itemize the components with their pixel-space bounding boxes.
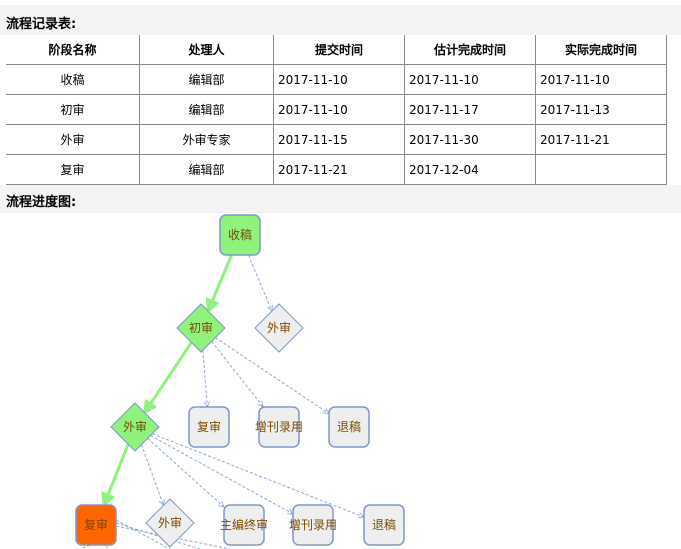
flow-edge-n_waishen-to-n_tuigao_b (152, 433, 364, 517)
cell-estimated-time: 2017-11-17 (404, 94, 536, 125)
cell-estimated-time: 2017-11-10 (404, 64, 536, 95)
cell-handler: 编辑部 (139, 154, 274, 185)
stage-box-shape (188, 406, 230, 448)
decision-diamond-shape (110, 402, 160, 452)
cell-actual-time (535, 154, 667, 185)
flow-node-label: 增刊录用 (289, 518, 337, 532)
table-row: 复审 编辑部 2017-11-21 2017-12-04 (6, 154, 667, 185)
flow-node-label: 外审 (158, 515, 182, 530)
decision-diamond-shape (145, 498, 195, 548)
cell-stage: 外审 (6, 124, 140, 155)
flow-node-waishen_b[interactable]: 外审 (145, 498, 195, 548)
flow-progress-diagram: 收稿初审外审外审复审增刊录用退稿复审外审主编终审增刊录用退稿 (75, 214, 405, 549)
flow-node-label: 复审 (197, 419, 221, 434)
stage-box-shape (219, 214, 261, 256)
flow-node-fushen_a[interactable]: 复审 (188, 406, 230, 448)
stage-box-shape (363, 504, 405, 546)
flow-node-label: 收稿 (228, 227, 252, 242)
flow-node-label: 外审 (267, 320, 291, 335)
cell-actual-time: 2017-11-21 (535, 124, 667, 155)
cell-stage: 复审 (6, 154, 140, 185)
stage-box-shape (223, 504, 265, 546)
flow-node-zengkan_a[interactable]: 增刊录用 (255, 406, 303, 448)
table-header-row: 阶段名称 处理人 提交时间 估计完成时间 实际完成时间 (6, 35, 667, 65)
cell-submit-time: 2017-11-21 (273, 154, 405, 185)
edges-layer (79, 254, 364, 549)
stage-box-shape (328, 406, 370, 448)
flow-node-chushen[interactable]: 初审 (176, 303, 226, 353)
table-row: 初审 编辑部 2017-11-10 2017-11-17 2017-11-13 (6, 94, 667, 125)
column-header-submit-time: 提交时间 (273, 35, 405, 65)
cell-actual-time: 2017-11-10 (535, 64, 667, 95)
flow-node-waishen[interactable]: 外审 (110, 402, 160, 452)
progress-section-header: 流程进度图: (0, 185, 681, 213)
flow-edge-n_chushen-to-n_zengkan_a (211, 341, 264, 407)
column-header-actual-time: 实际完成时间 (535, 35, 667, 65)
record-section-header: 流程记录表: (0, 5, 681, 35)
decision-diamond-shape (176, 303, 226, 353)
nodes-layer: 收稿初审外审外审复审增刊录用退稿复审外审主编终审增刊录用退稿 (75, 214, 405, 548)
flow-edge-continuation (115, 519, 171, 549)
cell-submit-time: 2017-11-15 (273, 124, 405, 155)
table-row: 收稿 编辑部 2017-11-10 2017-11-10 2017-11-10 (6, 64, 667, 95)
flow-node-label: 复审 (84, 517, 108, 532)
column-header-stage: 阶段名称 (6, 35, 140, 65)
flow-node-label: 退稿 (372, 517, 396, 532)
cell-submit-time: 2017-11-10 (273, 94, 405, 125)
flow-edge-n_waishen-to-n_waishen_b (140, 444, 163, 506)
flow-edge-n_shougao-to-n_waishen_a (247, 254, 272, 311)
stage-box-shape (258, 406, 300, 448)
flow-node-label: 增刊录用 (255, 420, 303, 434)
cell-stage: 收稿 (6, 64, 140, 95)
flow-edge-n_chushen-to-n_fushen_a (202, 350, 208, 407)
cell-estimated-time: 2017-11-30 (404, 124, 536, 155)
flow-edge-continuation (115, 525, 231, 549)
flow-node-fushen[interactable]: 复审 (75, 504, 117, 546)
flow-node-tuigao_b[interactable]: 退稿 (363, 504, 405, 546)
flow-edge-n_shougao-to-n_chushen (205, 254, 233, 314)
cell-handler: 外审专家 (139, 124, 274, 155)
cell-stage: 初审 (6, 94, 140, 125)
flow-node-zhubian[interactable]: 主编终审 (220, 504, 268, 546)
flow-node-label: 外审 (123, 419, 147, 434)
record-section-title: 流程记录表: (6, 17, 77, 32)
stage-box-shape (75, 504, 117, 546)
flow-node-waishen_a[interactable]: 外审 (254, 303, 304, 353)
decision-diamond-shape (254, 303, 304, 353)
record-table: 阶段名称 处理人 提交时间 估计完成时间 实际完成时间 收稿 编辑部 2017-… (6, 35, 667, 185)
cell-estimated-time: 2017-12-04 (404, 154, 536, 185)
column-header-handler: 处理人 (139, 35, 274, 65)
column-header-estimated-time: 估计完成时间 (404, 35, 536, 65)
flow-edge-n_waishen-to-n_zhubian (147, 437, 224, 507)
flow-edge-n_waishen-to-n_fushen (101, 443, 130, 508)
cell-handler: 编辑部 (139, 94, 274, 125)
flow-node-zengkan_b[interactable]: 增刊录用 (289, 504, 337, 546)
flow-node-tuigao_a[interactable]: 退稿 (328, 406, 370, 448)
flow-node-shougao[interactable]: 收稿 (219, 214, 261, 256)
progress-section-title: 流程进度图: (6, 195, 77, 210)
flow-edge-n_chushen-to-n_waishen (142, 341, 193, 416)
cell-submit-time: 2017-11-10 (273, 64, 405, 95)
cell-actual-time: 2017-11-13 (535, 94, 667, 125)
flow-node-label: 退稿 (337, 419, 361, 434)
table-row: 外审 外审专家 2017-11-15 2017-11-30 2017-11-21 (6, 124, 667, 155)
flow-node-label: 初审 (189, 320, 213, 335)
cell-handler: 编辑部 (139, 64, 274, 95)
stage-box-shape (292, 504, 334, 546)
flow-edge-n_waishen-to-n_zengkan_b (150, 435, 293, 514)
flow-edge-n_chushen-to-n_tuigao_a (215, 337, 329, 414)
flow-node-label: 主编终审 (220, 517, 268, 532)
